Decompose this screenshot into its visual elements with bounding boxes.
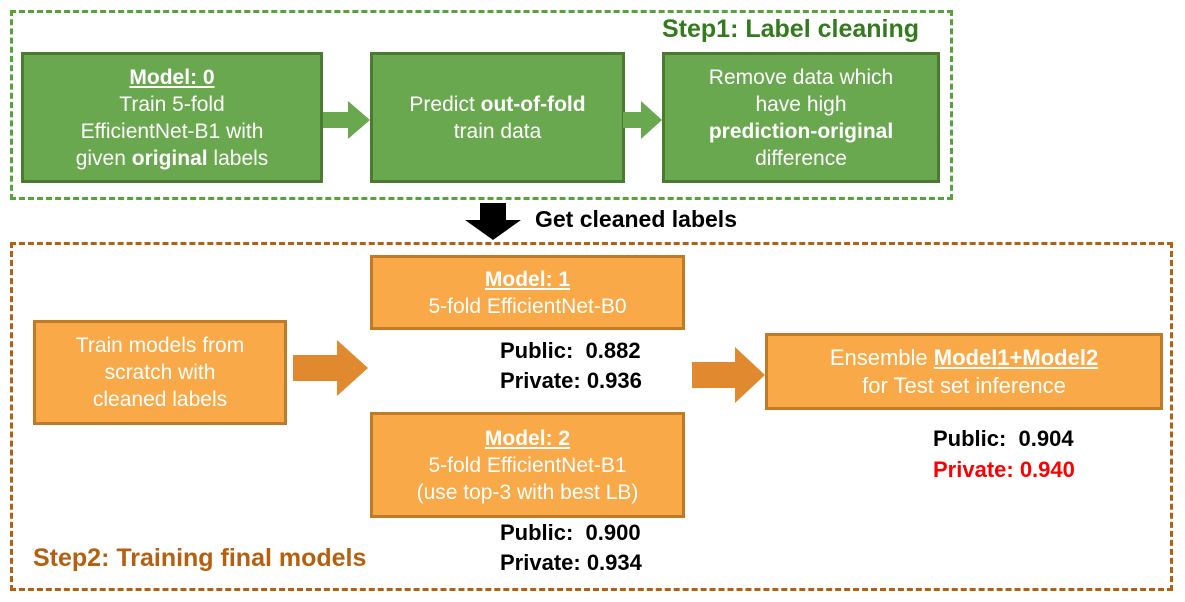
text-line: Ensemble Model1+Model2: [829, 344, 1099, 370]
arrow-train-to-models-icon: [293, 340, 368, 396]
text-line: scratch with: [104, 361, 216, 384]
model1-box: Model: 1 5-fold EfficientNet-B0: [370, 255, 685, 330]
text-line: prediction-original: [708, 119, 894, 143]
remove-data-box: Remove data which have high prediction-ori…: [662, 52, 940, 183]
text-line: Private: 0.936: [500, 368, 642, 393]
arrow-stem: [323, 112, 348, 128]
text-line: difference: [755, 146, 847, 170]
text-line: for Test set inference: [862, 372, 1066, 398]
get-cleaned-labels-label: Get cleaned labels: [535, 206, 737, 232]
arrow-model0-to-predict-icon: [323, 101, 370, 139]
text-line: Model: 2: [484, 426, 571, 450]
arrow-stem: [692, 362, 735, 388]
text-line: EfficientNet-B1 with: [80, 119, 264, 143]
text-line: 5-fold EfficientNet-B0: [428, 294, 627, 318]
text-line: cleaned labels: [92, 388, 228, 411]
text-line: Public: 0.882: [500, 338, 641, 363]
down-arrow-icon: [465, 203, 521, 240]
text-line: Model: 0: [129, 65, 215, 89]
arrow-head: [337, 340, 368, 396]
arrow-head: [465, 220, 521, 240]
arrow-stem: [480, 203, 506, 220]
text-line: Remove data which: [708, 65, 894, 89]
text-line: (use top-3 with best LB): [416, 480, 639, 504]
text-line: given original labels: [75, 146, 269, 170]
train-from-scratch-box: Train models from scratch with cleaned lab…: [33, 320, 287, 425]
step1-label-cleaning-frame: [10, 10, 953, 200]
step2-title: Step2: Training final models: [33, 544, 367, 572]
arrow-stem: [293, 355, 337, 381]
arrow-head: [735, 347, 765, 403]
arrow-head: [641, 101, 662, 139]
text-line: train data: [453, 119, 542, 143]
model2-box: Model: 2 5-fold EfficientNet-B1 (use top-3…: [370, 412, 685, 518]
text-line: 5-fold EfficientNet-B1: [428, 453, 627, 477]
text-line: Private: 0.934: [500, 550, 642, 575]
text-line: Predict out-of-fold: [409, 92, 586, 116]
text-line: have high: [755, 92, 847, 116]
arrow-predict-to-remove-icon: [623, 101, 662, 139]
text-line: Model: 1: [484, 267, 571, 291]
predict-oof-box: Predict out-of-fold train data: [370, 52, 625, 183]
text-line: Train models from: [75, 334, 245, 357]
arrow-models-to-ensemble-icon: [692, 347, 765, 403]
text-line: Public: 0.904: [933, 426, 1074, 451]
arrow-stem: [623, 112, 641, 128]
step1-title: Step1: Label cleaning: [662, 15, 920, 43]
step2-training-frame: [10, 242, 1173, 591]
text-line: Public: 0.900: [500, 520, 641, 545]
text-line: Train 5-fold: [119, 92, 225, 116]
text-line: Private: 0.940: [933, 457, 1075, 482]
arrow-head: [348, 101, 370, 139]
